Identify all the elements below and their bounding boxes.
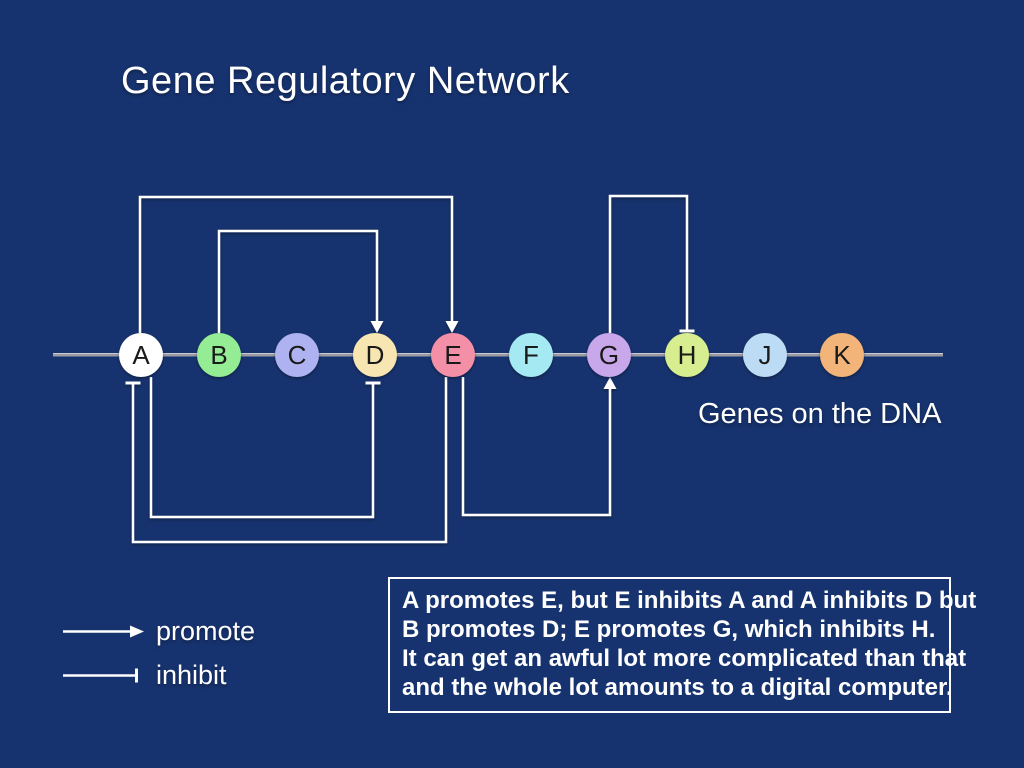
- inhibit-tbar-icon: [63, 668, 138, 682]
- edge-E-inhibits-A: [125, 377, 448, 544]
- gene-node-J: J: [743, 333, 787, 377]
- note-line: and the whole lot amounts to a digital c…: [402, 674, 953, 701]
- legend: promote inhibit: [62, 616, 255, 704]
- gene-label: H: [678, 340, 697, 370]
- gene-circle: [665, 333, 709, 377]
- gene-node-F: F: [509, 333, 553, 377]
- gene-circle: [275, 333, 319, 377]
- legend-row-promote: promote: [62, 616, 255, 646]
- gene-label: E: [444, 340, 461, 370]
- gene-node-K: K: [820, 333, 864, 377]
- promote-arrowhead-icon: [370, 321, 384, 333]
- gene-circle: [197, 333, 241, 377]
- promote-label: promote: [156, 615, 256, 646]
- inhibit-label: inhibit: [156, 659, 227, 690]
- gene-circle: [119, 333, 163, 377]
- edge-E-promotes-G: [461, 377, 617, 517]
- note-line: It can get an awful lot more complicated…: [402, 645, 967, 672]
- gene-node-H: H: [665, 333, 709, 377]
- dna-axis-label: Genes on the DNA: [698, 398, 942, 430]
- gene-label: B: [210, 340, 227, 370]
- gene-label: K: [833, 340, 851, 370]
- promote-arrowhead-icon: [603, 377, 617, 389]
- gene-node-E: E: [431, 333, 475, 377]
- gene-circle: [509, 333, 553, 377]
- slide-title: Gene Regulatory Network: [121, 60, 570, 102]
- gene-circle: [353, 333, 397, 377]
- gene-circle: [820, 333, 864, 377]
- edge-A-inhibits-D: [149, 377, 381, 519]
- edge-B-promotes-D: [217, 229, 384, 333]
- gene-node-C: C: [275, 333, 319, 377]
- gene-label: D: [366, 340, 385, 370]
- gene-node-D: D: [353, 333, 397, 377]
- gene-node-G: G: [587, 333, 631, 377]
- edge-G-inhibits-H: [608, 194, 695, 333]
- gene-label: J: [759, 340, 772, 370]
- gene-label: C: [288, 340, 307, 370]
- gene-node-B: B: [197, 333, 241, 377]
- note-line: B promotes D; E promotes G, which inhibi…: [402, 616, 936, 643]
- promote-arrowhead-icon: [445, 321, 459, 333]
- gene-circle: [431, 333, 475, 377]
- gene-label: A: [132, 340, 150, 370]
- gene-circle: [587, 333, 631, 377]
- legend-row-inhibit: inhibit: [62, 660, 255, 690]
- edge-A-promotes-E: [138, 195, 459, 333]
- gene-label: F: [523, 340, 539, 370]
- gene-label: G: [599, 340, 619, 370]
- gene-node-A: A: [119, 333, 163, 377]
- promote-arrow-icon: [63, 625, 144, 637]
- note-line: A promotes E, but E inhibits A and A inh…: [402, 587, 977, 614]
- note-box: A promotes E, but E inhibits A and A inh…: [388, 577, 977, 713]
- gene-circle: [743, 333, 787, 377]
